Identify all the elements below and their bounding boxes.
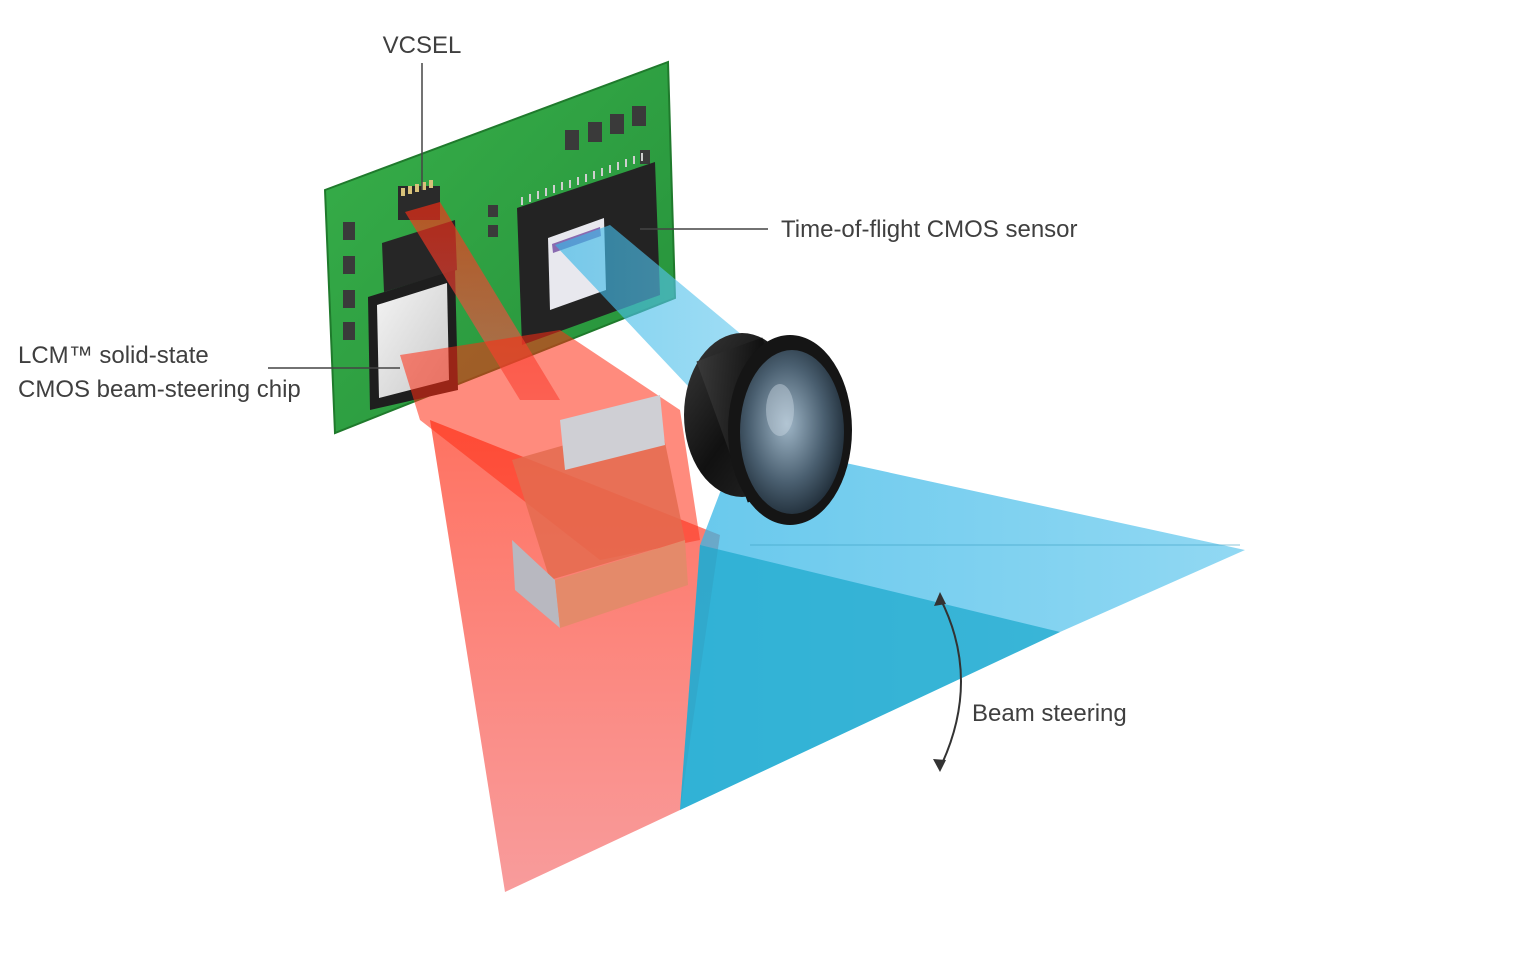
smd-components: [343, 106, 650, 340]
lcm-label-line1: LCM™ solid-state: [18, 342, 209, 369]
callout-lines: [268, 63, 768, 369]
lcm-label-line2: CMOS beam-steering chip: [18, 376, 301, 403]
beam-steering-label: Beam steering: [972, 700, 1127, 727]
blue-return-beam: [555, 225, 1245, 810]
lens-icon: [684, 333, 852, 525]
vcsel-label: VCSEL: [383, 32, 462, 59]
tof-sensor-label: Time-of-flight CMOS sensor: [781, 216, 1078, 243]
beam-steering-arrow-icon: [933, 592, 962, 772]
beam-steering-block: [512, 395, 688, 628]
